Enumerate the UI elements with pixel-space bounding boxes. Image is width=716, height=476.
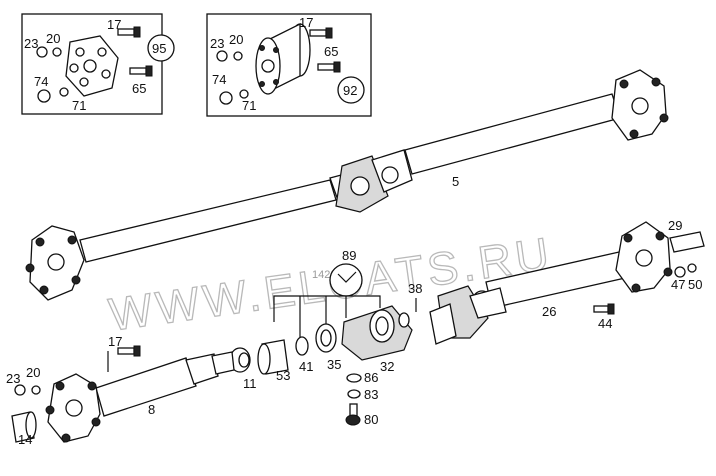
callout-23: 23 (6, 371, 20, 386)
inset-left-label: 65 (132, 81, 146, 96)
washer-icon (346, 373, 362, 383)
washer-icon (36, 46, 48, 58)
callout-50: 50 (688, 277, 702, 292)
nut-icon (219, 91, 233, 105)
flex-disc (65, 35, 119, 97)
callout-20: 20 (26, 365, 40, 380)
callout-8: 8 (148, 402, 155, 417)
washer-icon (233, 51, 243, 61)
callout-32: 32 (380, 359, 394, 374)
inset-right-label: 65 (324, 44, 338, 59)
callout-26: 26 (542, 304, 556, 319)
lower-rear-shaft: 29 47 50 44 26 38 (408, 218, 705, 345)
lower-front-shaft: 17 23 20 14 8 (6, 334, 235, 447)
callout-5: 5 (452, 174, 459, 189)
washer-icon (31, 385, 41, 395)
inset-left-label: 71 (72, 98, 86, 113)
inset-right: 92 17 23 20 65 74 71 (206, 13, 372, 117)
callout-17: 17 (108, 334, 122, 349)
reference-circle (329, 263, 363, 297)
washer-icon (52, 47, 62, 57)
callout-44: 44 (598, 316, 612, 331)
coupling-drum (255, 22, 311, 95)
inset-right-label: 20 (229, 32, 243, 47)
inset-left: 95 17 20 23 74 71 65 (21, 13, 175, 115)
bolt-icon (309, 27, 333, 39)
inset-left-badge: 95 (152, 41, 166, 56)
callout-35: 35 (327, 357, 341, 372)
inset-right-label: 23 (210, 36, 224, 51)
callout-47: 47 (671, 277, 685, 292)
bolt-icon (117, 345, 141, 357)
callout-41: 41 (299, 359, 313, 374)
callout-11: 11 (243, 376, 257, 391)
bolt-icon (593, 303, 615, 315)
washer-icon (347, 389, 361, 399)
callout-53: 53 (276, 368, 290, 383)
nut-icon (37, 89, 51, 103)
flex-disc (45, 373, 101, 443)
inset-right-label: 74 (212, 72, 226, 87)
inset-left-label: 20 (46, 31, 60, 46)
flex-disc (611, 69, 669, 141)
washer-icon (674, 266, 686, 278)
inset-left-label: 23 (24, 36, 38, 51)
upper-propeller-shaft: 5 (25, 69, 669, 301)
washer-icon (687, 263, 697, 273)
callout-86: 86 (364, 370, 378, 385)
callout-38: 38 (408, 281, 422, 296)
washer-icon (59, 87, 69, 97)
washer-icon (216, 50, 228, 62)
callout-80: 80 (364, 412, 378, 427)
washer-icon (239, 89, 249, 99)
inset-left-label: 17 (107, 17, 121, 32)
inset-right-label: 17 (299, 15, 313, 30)
callout-29: 29 (668, 218, 682, 233)
bolt-icon (317, 61, 341, 73)
inset-right-badge: 92 (343, 83, 357, 98)
bolt-icon (117, 26, 141, 38)
flex-disc (25, 225, 85, 301)
center-bearing-group: 89 11 53 41 35 32 86 83 (229, 248, 413, 427)
inset-left-label: 74 (34, 74, 48, 89)
bolt-icon (129, 65, 153, 77)
flex-disc (615, 221, 673, 293)
inset-right-label: 71 (242, 98, 256, 113)
washer-icon (14, 384, 26, 396)
bolt-icon (345, 403, 361, 426)
callout-89: 89 (342, 248, 356, 263)
badge-circle (337, 76, 365, 104)
callout-83: 83 (364, 387, 378, 402)
badge-circle (147, 34, 175, 62)
callout-14: 14 (18, 432, 32, 447)
